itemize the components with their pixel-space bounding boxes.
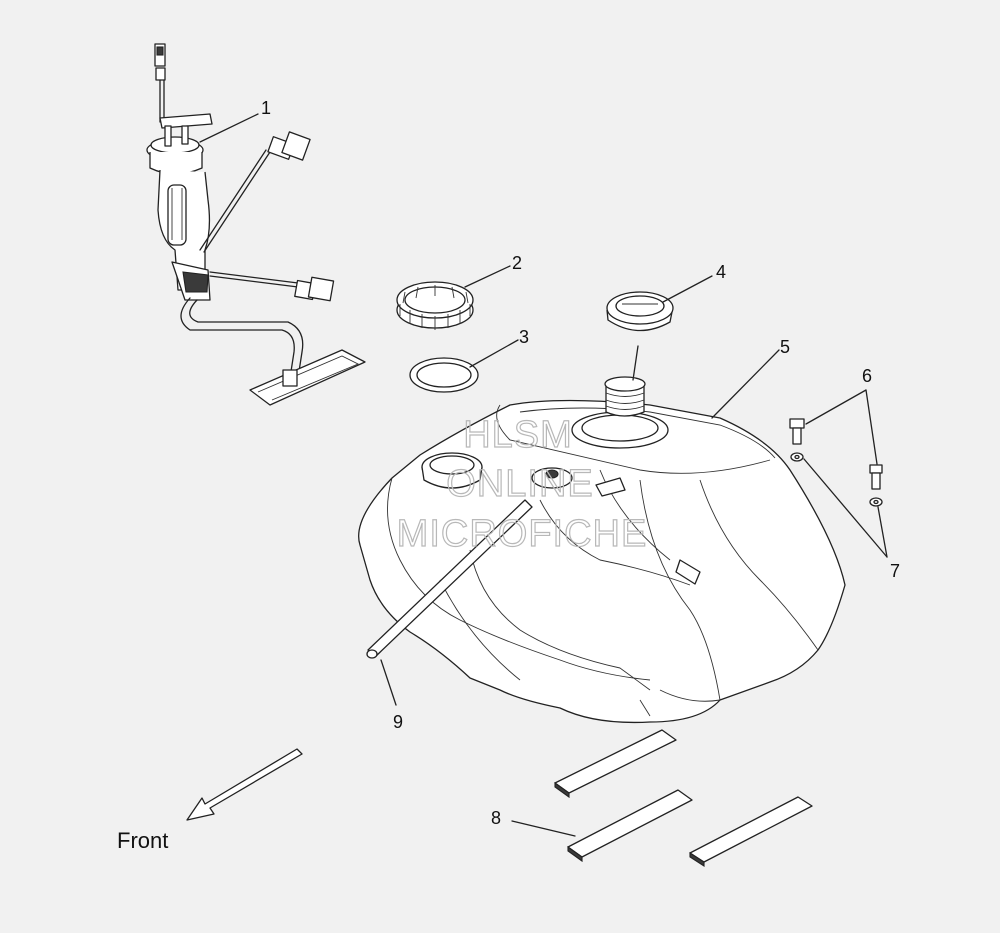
part-4-fuel-cap[interactable] [606,291,674,332]
part-3-seal[interactable] [409,357,479,393]
part-7-washer-lower[interactable] [869,497,883,507]
part-5-fuel-tank[interactable] [358,376,846,724]
part-9-vent-hose[interactable] [366,499,533,659]
leader-lines [199,113,888,837]
front-label: Front [117,828,168,853]
part-1-fuel-pump[interactable] [146,43,366,406]
part-8-pad-top[interactable] [554,729,677,799]
callout-3: 3 [519,327,529,347]
part-6-bolt-lower[interactable] [869,464,883,490]
watermark-line2: ONLINE [446,463,593,505]
callout-5: 5 [780,337,790,357]
callout-9: 9 [393,712,403,732]
callout-6: 6 [862,366,872,386]
part-6-bolt-upper[interactable] [789,418,805,445]
callout-1: 1 [261,98,271,118]
watermark-line1: HLSM [463,414,573,456]
part-2-lock-ring[interactable] [396,281,474,330]
callout-8: 8 [491,808,501,828]
callout-4: 4 [716,262,726,282]
part-7-washer-upper[interactable] [790,452,804,462]
front-arrow-icon [186,748,303,821]
part-8-pad-middle[interactable] [567,789,693,863]
watermark-line3: MICROFICHE [397,513,648,555]
callout-2: 2 [512,253,522,273]
watermark: HLSM ONLINE MICROFICHE [396,413,648,555]
callout-7: 7 [890,561,900,581]
part-8-pad-right[interactable] [689,796,813,868]
